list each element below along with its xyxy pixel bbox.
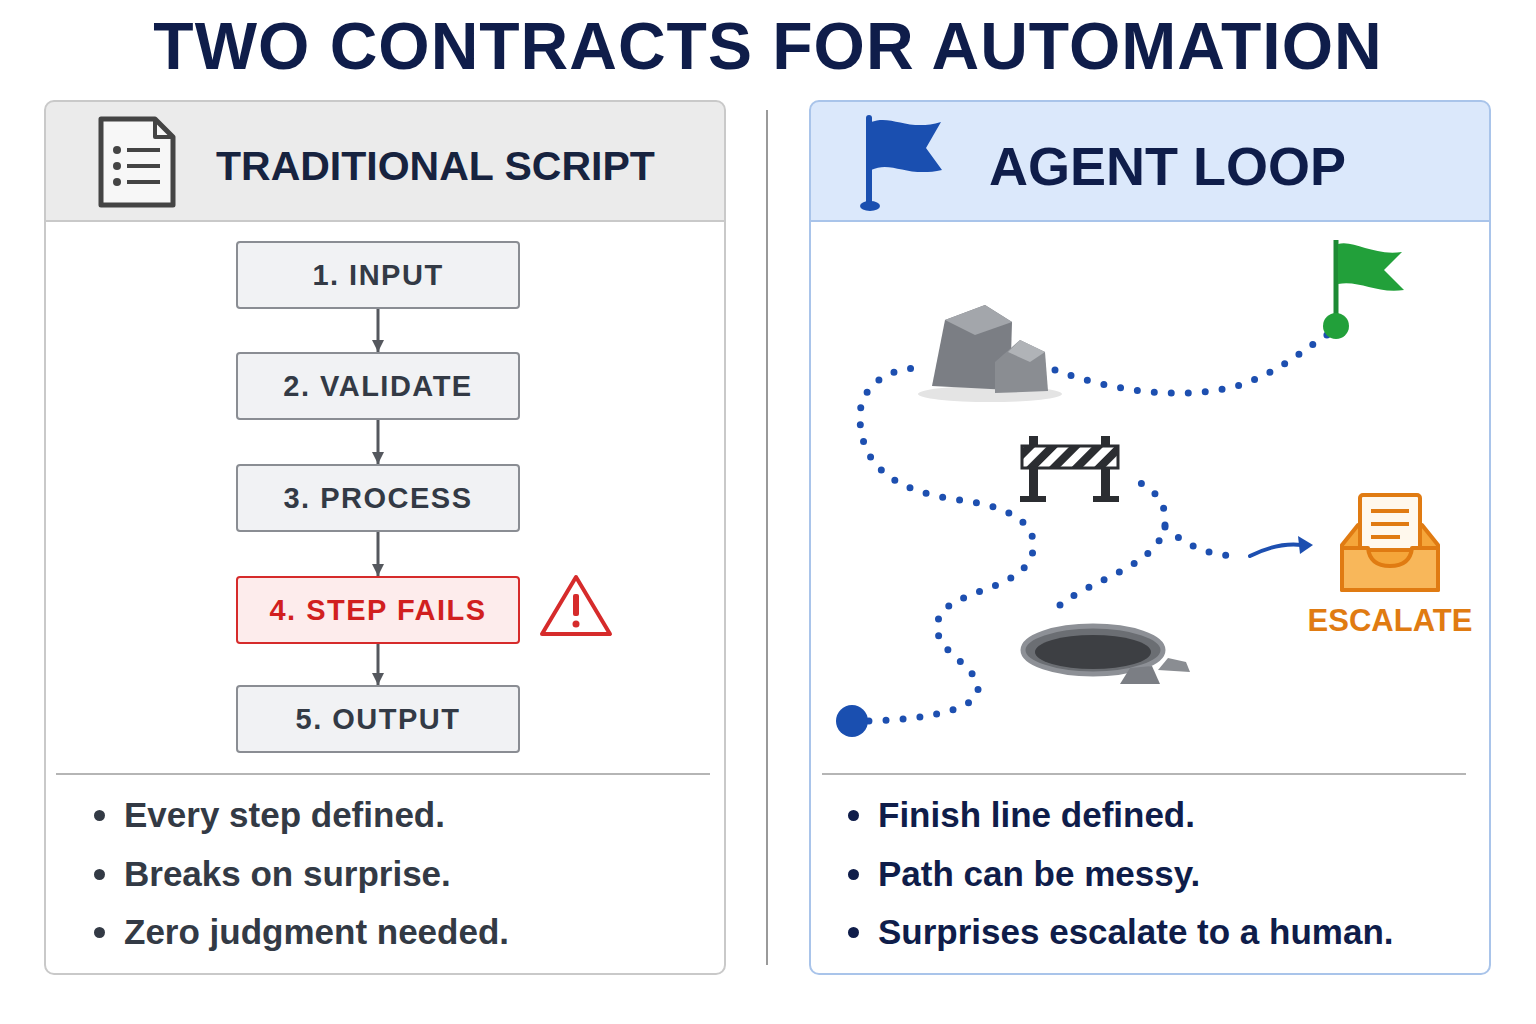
failed-step-box: 4. STEP FAILS — [236, 576, 520, 644]
process-box: 3. PROCESS — [236, 464, 520, 532]
bullet-text: Surprises escalate to a human. — [878, 910, 1393, 954]
step-label: 3. PROCESS — [283, 482, 472, 515]
bullet-text: Every step defined. — [124, 793, 445, 837]
escalate-inbox: ESCALATE — [1300, 490, 1480, 640]
agent-panel: AGENT LOOP Finish line defined. Path can b… — [809, 100, 1491, 975]
diagram-title: TWO CONTRACTS FOR AUTOMATION — [0, 8, 1536, 84]
bullet-text: Finish line defined. — [878, 793, 1195, 837]
panel-heading: TRADITIONAL SCRIPT — [216, 142, 655, 190]
divider-line — [766, 110, 768, 965]
process-box: 1. INPUT — [236, 241, 520, 309]
step-label: 2. VALIDATE — [283, 370, 472, 403]
bullet-text: Path can be messy. — [878, 852, 1200, 896]
bullet-text: Zero judgment needed. — [124, 910, 509, 954]
step-label: 5. OUTPUT — [296, 703, 461, 736]
escalate-label: ESCALATE — [1300, 602, 1480, 640]
bullet-text: Breaks on surprise. — [124, 852, 451, 896]
script-panel: TRADITIONAL SCRIPT Every step defined. Bre… — [44, 100, 726, 975]
step-label: 4. STEP FAILS — [269, 594, 486, 627]
step-label: 1. INPUT — [312, 259, 443, 292]
process-box: 2. VALIDATE — [236, 352, 520, 420]
process-box: 5. OUTPUT — [236, 685, 520, 753]
panel-heading: AGENT LOOP — [989, 135, 1346, 197]
